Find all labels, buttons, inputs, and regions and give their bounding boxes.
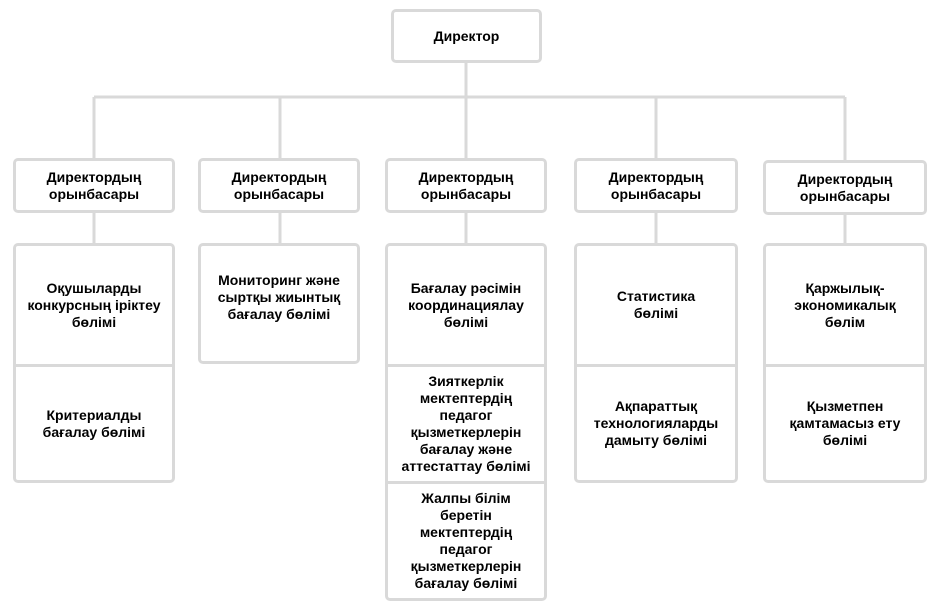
department-divider	[388, 364, 544, 367]
department-label: Критериалды бағалау бөлімі	[42, 406, 146, 440]
department-group-3: Бағалау рәсімін координациялау бөлімі Зи…	[385, 243, 547, 601]
deputy-box-2: Директордың орынбасары	[198, 158, 360, 213]
deputy-label-1: Директордың орынбасары	[46, 168, 142, 202]
department-label: Жалпы білім беретін мектептердің педагог…	[410, 490, 522, 591]
department-group-4: Статистика бөлімі Ақпараттық технологиял…	[574, 243, 738, 483]
deputy-box-5: Директордың орынбасары	[763, 160, 927, 215]
department-group-5: Қаржылық- экономикалық бөлім Қызметпен қ…	[763, 243, 927, 483]
department-label: Зияткерлік мектептердің педагог қызметке…	[401, 373, 531, 474]
department-divider	[577, 364, 735, 367]
deputy-label-2: Директордың орынбасары	[231, 168, 327, 202]
director-label: Директор	[433, 27, 500, 44]
department-label: Ақпараттық технологияларды дамыту бөлімі	[593, 398, 719, 448]
department-label: Бағалау рәсімін координациялау бөлімі	[408, 279, 524, 330]
deputy-box-1: Директордың орынбасары	[13, 158, 175, 213]
department-divider	[388, 481, 544, 484]
department-label: Статистика бөлімі	[616, 288, 696, 321]
deputy-box-4: Директордың орынбасары	[574, 158, 738, 213]
department-label: Оқушыларды конкурсның іріктеу бөлімі	[27, 279, 161, 330]
department-group-1: Оқушыларды конкурсның іріктеу бөлімі Кри…	[13, 243, 175, 483]
department-group-2: Мониторинг және сыртқы жиынтық бағалау б…	[198, 243, 360, 364]
deputy-label-5: Директордың орынбасары	[797, 170, 893, 204]
deputy-box-3: Директордың орынбасары	[385, 158, 547, 213]
director-box: Директор	[391, 9, 542, 63]
deputy-label-4: Директордың орынбасары	[608, 168, 704, 202]
department-label: Қаржылық- экономикалық бөлім	[794, 279, 896, 330]
department-divider	[766, 364, 924, 367]
department-label: Мониторинг және сыртқы жиынтық бағалау б…	[217, 272, 341, 322]
department-divider	[16, 364, 172, 367]
deputy-label-3: Директордың орынбасары	[418, 168, 514, 202]
department-label: Қызметпен қамтамасыз ету бөлімі	[789, 398, 901, 448]
